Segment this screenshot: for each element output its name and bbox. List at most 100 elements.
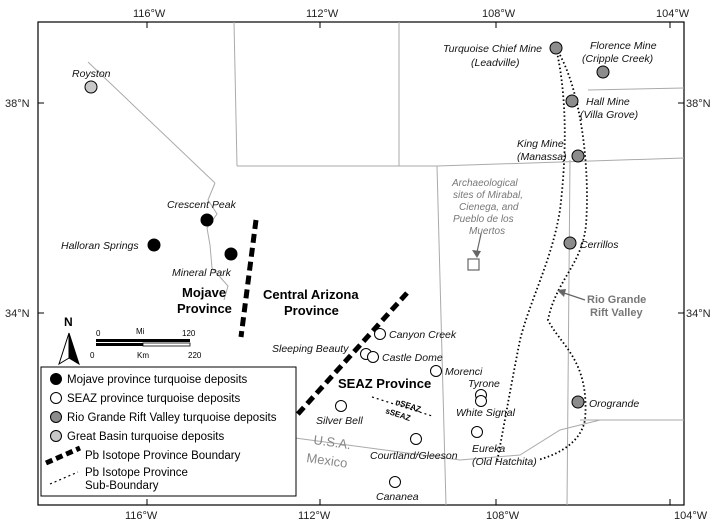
lat-left-38: 38°N [5, 98, 30, 110]
label-morenci: Morenci [445, 366, 483, 378]
label-white-signal: White Signal [456, 407, 516, 419]
legend-box [40, 366, 297, 497]
legend-great-basin: Great Basin turquoise deposits [67, 431, 225, 443]
label-king-2: (Manassa) [517, 151, 567, 163]
label-tyrone: Tyrone [468, 378, 500, 390]
scale-km-label: Km [137, 351, 149, 360]
archaeological-site-marker [467, 258, 480, 271]
rift-label-2: Rift Valley [590, 307, 643, 319]
arch-line-5: Muertos [469, 226, 505, 237]
arch-line-4: Pueblo de los [453, 214, 514, 225]
us-mexico-border-west [294, 437, 461, 461]
arch-arrow-line [476, 233, 482, 253]
site-morenci [430, 365, 442, 377]
scale-km-zero: 0 [90, 351, 95, 360]
label-mexico: Mexico [306, 450, 349, 471]
site-castle-dome [367, 351, 379, 363]
label-king-1: King Mine [517, 138, 564, 150]
rift-arrow-head [557, 289, 566, 297]
label-courtland: Courtland/Gleeson [370, 450, 458, 462]
rift-boundary [496, 47, 588, 463]
label-florence-2: (Cripple Creek) [582, 53, 653, 65]
legend-boundary-swatch [44, 445, 82, 466]
arch-line-2: sites of Mirabal, [453, 190, 523, 201]
site-courtland [410, 433, 422, 445]
label-turquoise-chief-1: Turquoise Chief Mine [443, 43, 542, 55]
label-castle-dome: Castle Dome [382, 352, 443, 364]
province-central-1: Central Arizona [263, 287, 359, 302]
site-halloran [147, 238, 161, 252]
label-sleeping-beauty: Sleeping Beauty [272, 343, 349, 355]
lon-top-104: 104°W [656, 8, 690, 20]
label-eureka-2: (Old Hatchita) [472, 456, 537, 468]
frame-ticks [38, 22, 684, 505]
province-seaz: SEAZ Province [338, 376, 431, 391]
legend-seaz: SEAZ province turquoise deposits [67, 393, 240, 405]
legend-sub-1: Pb Isotope Province [85, 467, 188, 479]
province-mojave-1: Mojave [182, 285, 226, 300]
arch-line-1: Archaeological [451, 178, 518, 189]
ca-nv-border [87, 61, 216, 184]
label-eureka-1: Eureka [472, 443, 505, 455]
site-crescent-peak [200, 213, 214, 227]
scale-mi-max: 120 [182, 329, 196, 338]
legend-rift: Rio Grande Rift Valley turquoise deposit… [67, 412, 277, 424]
label-hall-2: (Villa Grove) [580, 109, 638, 121]
label-halloran: Halloran Springs [61, 240, 139, 252]
us-mexico-border-east [459, 419, 601, 461]
legend-seaz-swatch [50, 392, 62, 404]
az-nm-border [436, 165, 447, 506]
nm-tx-border [566, 159, 571, 506]
site-florence [596, 65, 610, 79]
rift-arrow-line [563, 292, 586, 301]
lon-bottom-104: 104°W [674, 510, 708, 522]
state-borders [87, 21, 685, 506]
label-usa: U.S.A. [313, 432, 352, 452]
province-central-2: Province [284, 303, 339, 318]
label-mineral-park: Mineral Park [172, 267, 232, 279]
site-mineral-park [224, 247, 238, 261]
site-turquoise-chief [549, 41, 563, 55]
lon-bottom-116: 116°W [125, 510, 158, 522]
co-nm-border [436, 157, 685, 167]
site-white-signal [475, 395, 487, 407]
label-florence-1: Florence Mine [590, 40, 657, 52]
pb-boundaries [238, 219, 409, 417]
seaz-sub-boundary [371, 396, 433, 417]
label-crescent-peak: Crescent Peak [167, 199, 237, 211]
lat-right-34: 34°N [686, 308, 711, 320]
colorado-river [206, 182, 229, 301]
province-mojave-2: Province [177, 301, 232, 316]
label-canyon-creek: Canyon Creek [389, 329, 457, 341]
legend-boundary: Pb Isotope Province Boundary [85, 450, 241, 462]
label-turquoise-chief-2: (Leadville) [471, 57, 519, 69]
mojave-central-boundary [238, 219, 259, 338]
lon-top-116: 116°W [133, 8, 166, 20]
lon-bottom-108: 108°W [486, 510, 520, 522]
legend-rift-swatch [50, 411, 62, 423]
label-royston: Royston [72, 68, 111, 80]
label-orogrande: Orogrande [589, 398, 639, 410]
scale-mi-label: Mi [136, 327, 145, 336]
label-silver-bell: Silver Bell [316, 415, 363, 427]
arch-line-3: Cienega, and [459, 202, 519, 213]
north-arrow: N [58, 315, 80, 366]
site-king [571, 149, 585, 163]
co-ks-border [587, 87, 685, 91]
nv-ut-border [233, 21, 238, 167]
site-orogrande [571, 395, 585, 409]
lat-right-38: 38°N [686, 98, 711, 110]
lat-left-34: 34°N [5, 308, 30, 320]
legend-sub-swatch [49, 471, 79, 485]
site-eureka [471, 426, 483, 438]
legend: Mojave province turquoise deposits SEAZ … [40, 366, 297, 497]
site-hall [565, 94, 579, 108]
label-cananea: Cananea [376, 491, 419, 503]
lon-top-112: 112°W [306, 8, 339, 20]
lon-bottom-112: 112°W [298, 510, 331, 522]
site-cerrillos [563, 236, 577, 250]
label-hall-1: Hall Mine [586, 96, 630, 108]
legend-mojave: Mojave province turquoise deposits [67, 374, 248, 386]
site-silver-bell [335, 400, 347, 412]
